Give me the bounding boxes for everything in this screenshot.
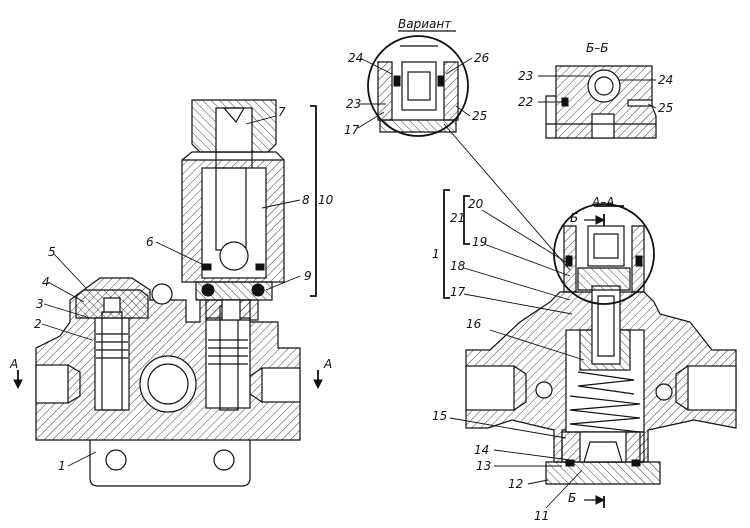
variant-part-26: 26 <box>474 51 490 65</box>
part-number-9: 9 <box>304 269 312 283</box>
aa-part-13: 13 <box>476 459 491 473</box>
bb-part-25: 25 <box>658 101 673 115</box>
part-number-6: 6 <box>146 235 154 249</box>
bb-part-22: 22 <box>518 95 533 109</box>
part-number-3: 3 <box>36 297 44 311</box>
aa-part-17: 17 <box>450 285 466 299</box>
section-aa-view <box>443 189 737 509</box>
part-number-1-left: 1 <box>58 459 66 473</box>
part-number-labels: 5 4 3 2 1 6 7 8 10 9 24 26 23 17 25 23 2… <box>34 51 673 523</box>
part-number-8: 8 <box>302 193 310 207</box>
variant-part-23: 23 <box>346 97 361 111</box>
variant-detail-view <box>357 35 571 271</box>
variant-part-17: 17 <box>344 123 360 137</box>
aa-part-20: 20 <box>468 197 484 211</box>
section-bb-label: Б–Б <box>586 41 608 55</box>
aa-part-12: 12 <box>508 477 523 491</box>
aa-part-21: 21 <box>450 211 465 225</box>
section-bb-view <box>538 65 657 139</box>
section-mark-a-left: А <box>9 357 18 371</box>
variant-part-25: 25 <box>472 109 487 123</box>
part-number-10: 10 <box>318 193 334 207</box>
aa-part-1: 1 <box>432 247 440 261</box>
section-mark-a-right: А <box>323 357 332 371</box>
aa-part-14: 14 <box>474 443 489 457</box>
aa-part-16: 16 <box>466 317 482 331</box>
section-aa-label: А–А <box>591 195 614 209</box>
part-number-4: 4 <box>42 275 50 289</box>
bb-part-23: 23 <box>518 69 533 83</box>
variant-part-24: 24 <box>348 51 363 65</box>
part-number-7: 7 <box>278 105 286 119</box>
bb-part-24: 24 <box>658 73 673 87</box>
aa-part-18: 18 <box>450 259 466 273</box>
section-mark-b-bottom: Б <box>568 491 576 505</box>
aa-part-19: 19 <box>472 235 487 249</box>
aa-part-15: 15 <box>432 409 447 423</box>
aa-part-11: 11 <box>534 509 549 523</box>
part-number-5: 5 <box>48 245 56 259</box>
section-mark-b-top: Б <box>570 211 578 225</box>
section-labels: Вариант Б–Б А–А А А Б Б <box>9 17 614 505</box>
left-front-section-view <box>13 99 323 487</box>
variant-label: Вариант <box>398 17 452 31</box>
part-number-2: 2 <box>34 317 42 331</box>
